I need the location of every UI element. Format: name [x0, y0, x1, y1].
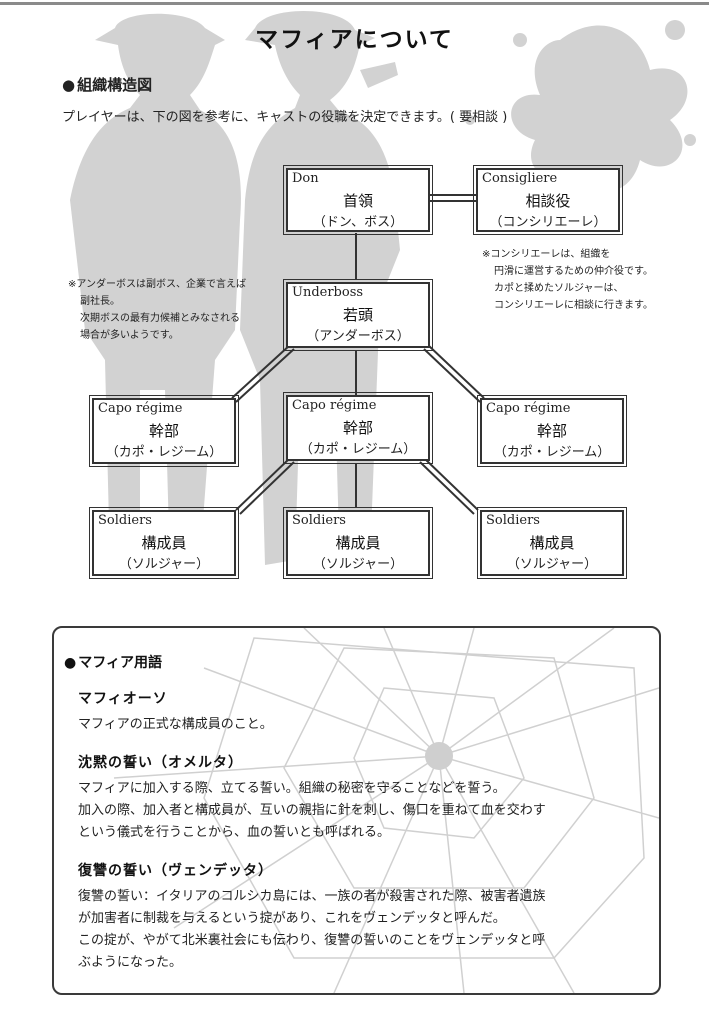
org-box-en-label: Capo régime: [98, 401, 183, 416]
org-box-kana-label: （カポ・レジーム）: [493, 445, 611, 460]
org-box-en-label: Soldiers: [292, 513, 346, 528]
note-line: 次期ボスの最有力候補とみなされる: [80, 313, 240, 324]
org-box-jp-label: 若頭: [342, 306, 373, 324]
term-line: マフィアの正式な構成員のこと。: [78, 717, 273, 732]
structure-intro-text: プレイヤーは、下の図を参考に、キャストの役職を決定できます。( 要相談 ): [62, 110, 508, 125]
term-line: という儀式を行うことから、血の誓いとも呼ばれる。: [78, 825, 391, 840]
org-box-kana-label: （コンシリエーレ）: [489, 215, 607, 230]
org-box-underboss: Underboss 若頭 （アンダーボス）: [283, 279, 433, 351]
term-title: 復讐の誓い（ヴェンデッタ）: [78, 863, 273, 879]
org-box-kana-label: （ソルジャー）: [506, 557, 598, 572]
org-box-kana-label: （カポ・レジーム）: [299, 442, 417, 457]
org-box-jp-label: 相談役: [525, 192, 571, 210]
org-box-kana-label: （ソルジャー）: [118, 557, 210, 572]
shattered-glass-illustration: [113, 628, 659, 993]
consigliere-note: ※コンシリエーレは、組織を 円滑に運営するための仲介役です。 カポと揉めたソルジ…: [482, 246, 653, 314]
term-entry-omerta: 沈黙の誓い（オメルタ） マフィアに加入する際、立てる誓い。組織の秘密を守ることな…: [78, 752, 648, 844]
org-box-kana-label: （ドン、ボス）: [312, 215, 404, 230]
ink-splatter-shape: [511, 25, 688, 192]
org-box-en-label: Don: [292, 171, 319, 186]
term-line: 復讐の誓い：イタリアのコルシカ島には、一族の者が殺害された際、被害者遺族: [78, 889, 546, 904]
term-line: この掟が、やがて北米裏社会にも伝わり、復讐の誓いのことをヴェンデッタと呼: [78, 933, 546, 948]
note-line: 円滑に運営するための仲介役です。: [494, 266, 653, 277]
note-line: コンシリエーレに相談に行きます。: [494, 300, 653, 311]
org-box-capo-left: Capo régime 幹部 （カポ・レジーム）: [89, 395, 239, 467]
note-line: カポと揉めたソルジャーは、: [494, 283, 624, 294]
org-box-capo-center: Capo régime 幹部 （カポ・レジーム）: [283, 392, 433, 464]
org-box-jp-label: 構成員: [141, 534, 187, 552]
org-box-don: Don 首領 （ドン、ボス）: [283, 165, 433, 235]
org-box-en-label: Soldiers: [98, 513, 152, 528]
note-line: ※コンシリエーレは、組織を: [482, 249, 611, 260]
org-box-kana-label: （アンダーボス）: [306, 329, 410, 344]
term-entry-vendetta: 復讐の誓い（ヴェンデッタ） 復讐の誓い：イタリアのコルシカ島には、一族の者が殺害…: [78, 860, 648, 974]
org-box-jp-label: 首領: [342, 192, 373, 210]
term-description: 復讐の誓い：イタリアのコルシカ島には、一族の者が殺害された際、被害者遺族 が加害…: [78, 886, 648, 974]
org-box-en-label: Soldiers: [486, 513, 540, 528]
top-rule: [0, 2, 709, 5]
term-description: マフィアに加入する際、立てる誓い。組織の秘密を守ることなどを誓う。 加入の際、加…: [78, 778, 648, 844]
org-box-soldiers-right: Soldiers 構成員 （ソルジャー）: [477, 507, 627, 579]
term-title: 沈黙の誓い（オメルタ）: [78, 755, 243, 771]
term-entry-mafioso: マフィオーソ マフィアの正式な構成員のこと。: [78, 688, 648, 736]
structure-section-heading: 組織構造図: [62, 74, 152, 95]
term-line: マフィアに加入する際、立てる誓い。組織の秘密を守ることなどを誓う。: [78, 781, 506, 796]
term-description: マフィアの正式な構成員のこと。: [78, 714, 648, 736]
org-box-en-label: Capo régime: [292, 398, 377, 413]
note-line: ※アンダーボスは副ボス、企業で言えば: [68, 279, 246, 290]
org-box-en-label: Consigliere: [482, 171, 558, 186]
org-box-soldiers-left: Soldiers 構成員 （ソルジャー）: [89, 507, 239, 579]
org-box-jp-label: 構成員: [529, 534, 575, 552]
org-box-jp-label: 構成員: [335, 534, 381, 552]
note-line: 副社長。: [80, 296, 120, 307]
term-title: マフィオーソ: [78, 691, 168, 707]
term-line: 加入の際、加入者と構成員が、互いの親指に針を刺し、傷口を重ねて血を交わす: [78, 803, 546, 818]
note-line: 場合が多いようです。: [80, 330, 179, 341]
org-box-en-label: Capo régime: [486, 401, 571, 416]
page-title: マフィアについて: [255, 27, 454, 53]
org-box-jp-label: 幹部: [148, 422, 179, 440]
org-box-consigliere: Consigliere 相談役 （コンシリエーレ）: [473, 165, 623, 235]
org-box-en-label: Underboss: [292, 285, 364, 300]
org-chart-connectors: [231, 194, 485, 515]
terms-section-heading: マフィア用語: [64, 652, 162, 672]
org-box-jp-label: 幹部: [342, 419, 373, 437]
org-box-capo-right: Capo régime 幹部 （カポ・レジーム）: [477, 395, 627, 467]
term-line: が加害者に制裁を与えるという掟があり、これをヴェンデッタと呼んだ。: [78, 911, 506, 926]
mafia-terms-panel: マフィア用語 マフィオーソ マフィアの正式な構成員のこと。 沈黙の誓い（オメルタ…: [52, 626, 661, 995]
org-box-soldiers-center: Soldiers 構成員 （ソルジャー）: [283, 507, 433, 579]
underboss-note: ※アンダーボスは副ボス、企業で言えば 副社長。 次期ボスの最有力候補とみなされる…: [68, 276, 246, 344]
term-line: ぶようになった。: [78, 955, 183, 970]
org-box-jp-label: 幹部: [536, 422, 567, 440]
org-box-kana-label: （カポ・レジーム）: [105, 445, 223, 460]
org-box-kana-label: （ソルジャー）: [312, 557, 404, 572]
